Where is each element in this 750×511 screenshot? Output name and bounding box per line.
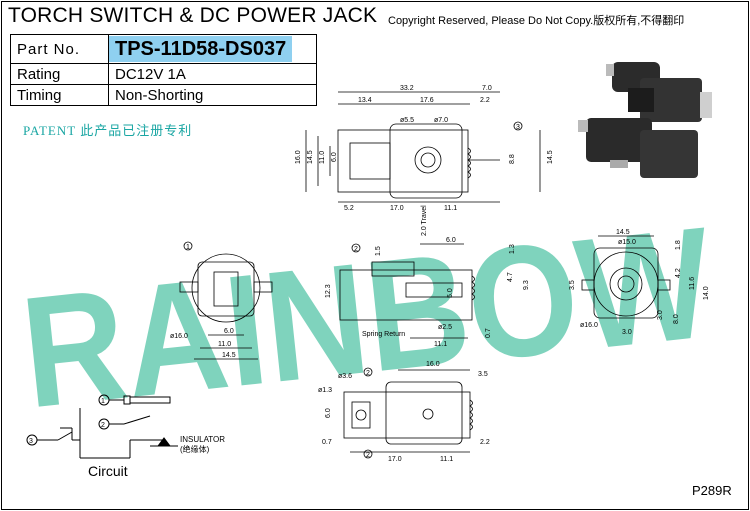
bottom-view-drawing: ø3.6 ø1.3 16.0 3.5 6.0 0.7 17.0 11.1 2.2… [318, 361, 490, 463]
dim-label: 3.0 [622, 329, 632, 336]
dim-label: 16.0 [426, 361, 440, 368]
callout-number: 2 [354, 246, 358, 253]
callout-number: 1 [186, 244, 190, 251]
part-number: TPS-11D58-DS037 [109, 36, 293, 62]
insulator-label-cn: (绝缘体) [180, 444, 210, 454]
top-view-drawing: 33.2 7.0 13.4 17.6 2.2 ø5.5 ø7.0 16.0 14… [295, 85, 554, 212]
dim-label: ø7.0 [434, 117, 448, 124]
page-title: TORCH SWITCH & DC POWER JACK [8, 4, 378, 27]
dim-label: 11.1 [440, 456, 453, 463]
dim-label: 12.3 [325, 284, 332, 298]
dim-label: 6.0 [331, 152, 338, 162]
spec-table: Part No. TPS-11D58-DS037 Rating DC12V 1A… [10, 34, 317, 106]
spec-value: Non-Shorting [108, 84, 317, 106]
insulator-label: INSULATOR [180, 435, 225, 444]
spec-row-timing: Timing Non-Shorting [10, 84, 317, 106]
dim-label: 8.8 [509, 154, 516, 164]
dim-label: 14.5 [616, 229, 630, 236]
spec-label: Timing [10, 84, 109, 106]
dim-label: 2.2 [480, 439, 490, 446]
dim-label: 1.3 [509, 244, 516, 254]
dim-label: 11.1 [434, 341, 447, 348]
dim-label: 14.5 [307, 150, 314, 164]
dim-label: 33.2 [400, 85, 414, 92]
left-view-drawing: 6.0 11.0 14.5 ø16.0 1 [170, 241, 273, 360]
circuit-label: Circuit [88, 463, 128, 479]
dim-label: 17.0 [390, 205, 404, 212]
dim-label: 14.0 [703, 286, 710, 300]
dim-label: 2.0 Travel [421, 205, 428, 236]
spec-row-part-no: Part No. TPS-11D58-DS037 [10, 34, 317, 64]
dim-label: 3.5 [569, 280, 576, 290]
dim-label: 2.2 [480, 97, 490, 104]
dim-label: 17.6 [420, 97, 434, 104]
dim-label: 14.5 [222, 352, 236, 359]
circuit-node: 2 [101, 422, 105, 429]
dim-label: 11.1 [444, 205, 457, 212]
dim-label: 6.0 [325, 408, 332, 418]
dim-label: 5.2 [344, 205, 354, 212]
side-view-drawing: 2.0 Travel 6.0 1.5 1.3 12.3 4.7 9.3 5.0 … [325, 205, 530, 348]
patent-notice: PATENT 此产品已注册专利 [23, 123, 193, 138]
dim-label: 1.5 [375, 246, 382, 256]
dim-label: ø16.0 [580, 322, 598, 329]
spec-value: DC12V 1A [108, 63, 317, 85]
dim-label: 6.0 [446, 237, 456, 244]
dim-label: 0.7 [485, 328, 492, 338]
dim-label: 11.0 [319, 151, 326, 164]
dim-label: 5.0 [447, 288, 454, 298]
dim-label: 8.0 [673, 314, 680, 324]
copyright-notice: Copyright Reserved, Please Do Not Copy.版… [388, 15, 685, 27]
dim-label: 7.0 [482, 85, 492, 92]
dim-label: 0.7 [322, 439, 332, 446]
callout-number: 3 [516, 124, 520, 131]
spec-value-cell: TPS-11D58-DS037 [108, 34, 317, 64]
dim-label: ø2.5 [438, 324, 452, 331]
callout-number: 2 [366, 452, 370, 459]
drawing-code: P289R [692, 483, 732, 498]
dim-label: ø3.6 [338, 373, 352, 380]
dim-label: ø15.0 [618, 239, 636, 246]
dim-label: ø1.3 [318, 387, 332, 394]
dim-label: 4.2 [675, 268, 682, 278]
circuit-node: 3 [29, 438, 33, 445]
dim-label: 6.0 [224, 328, 234, 335]
dim-label: 16.0 [295, 150, 302, 164]
dim-label: ø16.0 [170, 333, 188, 340]
spec-row-rating: Rating DC12V 1A [10, 63, 317, 85]
dim-label: 14.5 [547, 150, 554, 164]
circuit-schematic: 1 2 3 INSULATOR (绝缘体) Circuit [26, 394, 225, 479]
dim-label: 1.8 [675, 240, 682, 250]
dim-label: 17.0 [388, 456, 402, 463]
dim-label: 9.3 [523, 280, 530, 290]
callout-number: 2 [366, 370, 370, 377]
dim-label: 3.5 [478, 371, 488, 378]
dim-label: 4.7 [507, 272, 514, 282]
dim-label: ø5.5 [400, 117, 414, 124]
spec-label: Rating [10, 63, 109, 85]
right-view-drawing: 14.5 ø15.0 1.8 4.2 11.6 14.0 3.5 3.0 8.0… [569, 229, 710, 336]
product-photo [578, 62, 712, 178]
dim-label: 3.0 [657, 310, 664, 320]
dim-label: 11.0 [218, 341, 231, 348]
dim-label: 13.4 [358, 97, 372, 104]
circuit-node: 1 [101, 398, 105, 405]
spring-return-note: Spring Return [362, 331, 405, 338]
dim-label: 11.6 [689, 277, 696, 290]
